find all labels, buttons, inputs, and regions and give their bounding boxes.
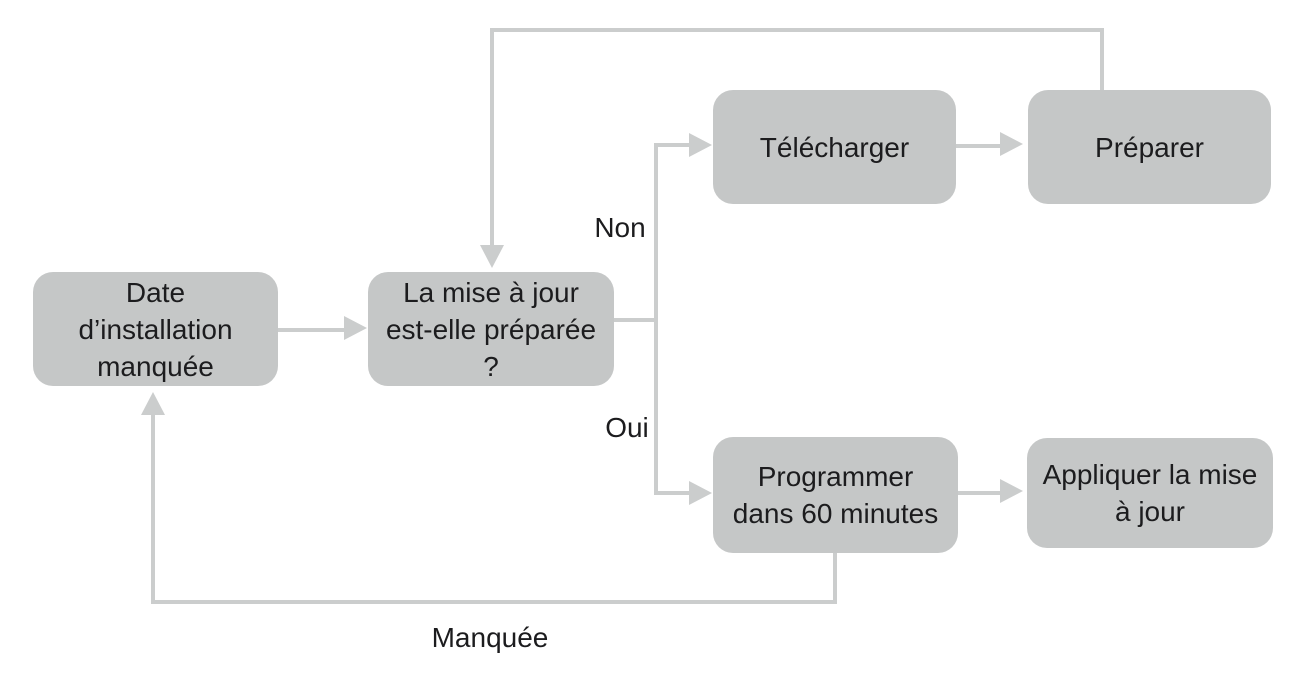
node-schedule-60-minutes: Programmer dans 60 minutes [713, 437, 958, 553]
edge-prepare-loop-down [490, 28, 494, 246]
node-download: Télécharger [713, 90, 956, 204]
arrowhead-into-schedule [689, 481, 712, 505]
edge-prepare-loop-up [1100, 28, 1104, 92]
node-missed-install-date: Date d’installation manquée [33, 272, 278, 386]
arrowhead-into-download [689, 133, 712, 157]
edge-is-prepared-out [613, 318, 658, 322]
edge-missed-to-is-prepared [277, 328, 345, 332]
edge-label-non: Non [594, 212, 646, 243]
node-prepare: Préparer [1028, 90, 1271, 204]
edge-schedule-to-apply [957, 491, 1001, 495]
edge-label-manquee: Manquée [431, 622, 549, 653]
edge-missed-loop-across [151, 600, 837, 604]
arrowhead-down-into-is-prepared [480, 245, 504, 268]
node-apply-update: Appliquer la mise à jour [1027, 438, 1273, 548]
arrowhead-into-prepare [1000, 132, 1023, 156]
edge-branch-non [654, 143, 690, 147]
edge-missed-loop-down [833, 553, 837, 604]
edge-label-oui: Oui [605, 412, 649, 443]
node-is-update-prepared: La mise à jour est-elle préparée ? [368, 272, 614, 386]
arrowhead-into-apply [1000, 479, 1023, 503]
edge-branch-oui [654, 491, 690, 495]
edge-download-to-prepare [956, 144, 1001, 148]
edge-missed-loop-up [151, 415, 155, 604]
edge-prepare-loop-across [490, 28, 1104, 32]
edge-branch-vertical [654, 143, 658, 495]
arrowhead-up-into-missed-install [141, 392, 165, 415]
arrowhead-into-is-prepared [344, 316, 367, 340]
